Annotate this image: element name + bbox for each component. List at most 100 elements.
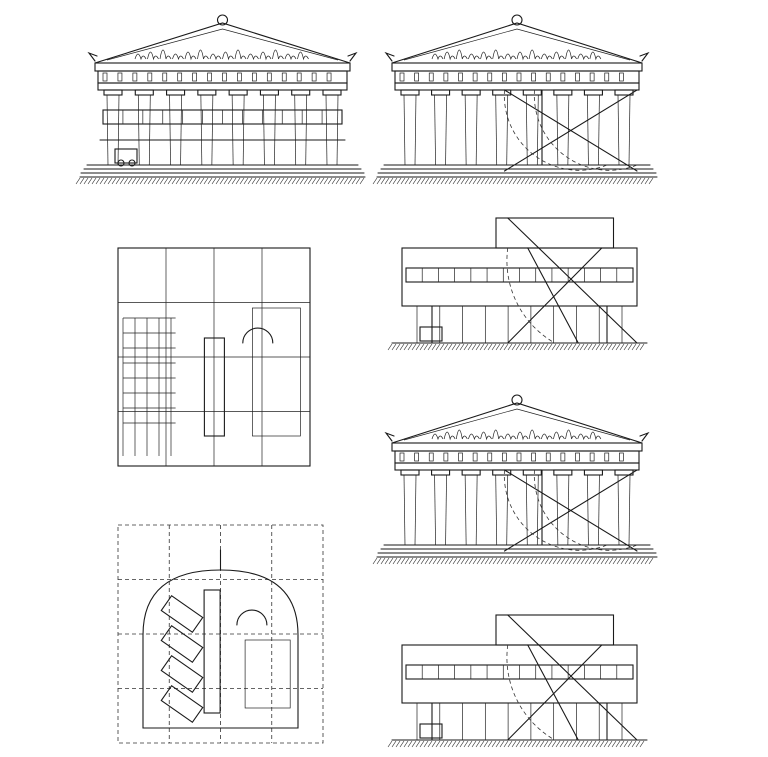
upper-volume (401, 644, 638, 704)
ground-hatch (95, 177, 101, 185)
ground-hatch (591, 740, 597, 748)
ground-hatch (135, 177, 141, 185)
ground-hatch (384, 557, 390, 565)
column-edge (495, 94, 498, 166)
triglyph (266, 72, 272, 82)
car-wheel (128, 159, 136, 167)
rooms (244, 639, 291, 709)
ground-hatch (579, 343, 585, 351)
triglyph (531, 72, 536, 82)
ground-hatch (295, 177, 301, 185)
ground-hatch (435, 740, 441, 748)
triglyph (414, 452, 419, 462)
sculpture-figure (297, 51, 309, 61)
ground-hatch (391, 343, 397, 351)
ground-hatch (628, 177, 634, 185)
ground-hatch (571, 740, 577, 748)
column-edge (414, 474, 417, 546)
sculpture-figure (504, 53, 517, 61)
sculpture-figure (480, 51, 492, 61)
ground-hatch (639, 343, 645, 351)
sculpture-figure (553, 431, 565, 441)
car (419, 326, 443, 342)
ground-hatch (583, 740, 589, 748)
ground-hatch (648, 177, 654, 185)
ground-hatch (615, 343, 621, 351)
ground-hatch (411, 343, 417, 351)
ground-hatch (608, 557, 614, 565)
ground-hatch (600, 177, 606, 185)
ground-hatch (279, 177, 285, 185)
ground-hatch (587, 740, 593, 748)
ground-hatch (388, 177, 394, 185)
ground-hatch (607, 343, 613, 351)
ground-hatch (575, 343, 581, 351)
triglyph (458, 452, 463, 462)
ground-hatch (83, 177, 89, 185)
ground-hatch (608, 177, 614, 185)
villa-elevation-1 (387, 217, 648, 351)
ground-hatch (516, 177, 522, 185)
ground-hatch (551, 740, 557, 748)
sculpture-figure (184, 51, 197, 61)
ground-hatch (440, 177, 446, 185)
ground-hatch (339, 177, 345, 185)
triglyph (604, 452, 610, 462)
ground-hatch (499, 343, 505, 351)
ground-hatch (291, 177, 297, 185)
ground-hatch (400, 557, 406, 565)
ground-hatch (391, 740, 397, 748)
ground-hatch (187, 177, 193, 185)
capital (322, 89, 342, 96)
ground-hatch (467, 740, 473, 748)
ground-hatch (532, 177, 538, 185)
column-edge (414, 94, 417, 166)
ground-hatch (523, 740, 529, 748)
ground-hatch (612, 177, 618, 185)
ground-hatch (215, 177, 221, 185)
ground-hatch (556, 557, 562, 565)
ground-hatch (479, 740, 485, 748)
triglyph (132, 72, 138, 82)
ground-hatch (219, 177, 225, 185)
ground-hatch (443, 343, 449, 351)
ground-hatch (511, 343, 517, 351)
ground-hatch (531, 740, 537, 748)
sculpture-figure (504, 433, 517, 441)
capital (461, 89, 481, 96)
ground-floor-wall (431, 305, 608, 344)
ground-hatch (139, 177, 145, 185)
column-edge (106, 94, 109, 166)
capital (522, 469, 542, 476)
ground-hatch (447, 343, 453, 351)
ground-hatch (583, 343, 589, 351)
cornice (94, 62, 351, 72)
ground-hatch (271, 177, 277, 185)
upper-volume (401, 247, 638, 307)
ground-hatch (495, 740, 501, 748)
sculpture-figure (492, 49, 505, 60)
parked-car (160, 594, 204, 634)
ground-hatch (380, 177, 386, 185)
capital (134, 89, 154, 96)
ground-hatch (484, 177, 490, 185)
column-edge (325, 94, 328, 166)
capital (553, 89, 573, 96)
ground-hatch (331, 177, 337, 185)
ground-hatch (591, 343, 597, 351)
column-edge (464, 94, 467, 166)
ground-hatch (503, 343, 509, 351)
ground-hatch (544, 177, 550, 185)
column-edge (598, 474, 600, 546)
ground-hatch (455, 343, 461, 351)
column-edge (445, 94, 447, 166)
ground-hatch (395, 343, 401, 351)
sculpture-figure (431, 53, 444, 61)
villa-overlay (99, 109, 346, 167)
sculpture-figure (209, 53, 222, 61)
ground-hatch (487, 740, 493, 748)
ground-hatch (483, 343, 489, 351)
column-edge (506, 94, 509, 166)
column-edge (403, 94, 406, 166)
ground-hatch (444, 557, 450, 565)
